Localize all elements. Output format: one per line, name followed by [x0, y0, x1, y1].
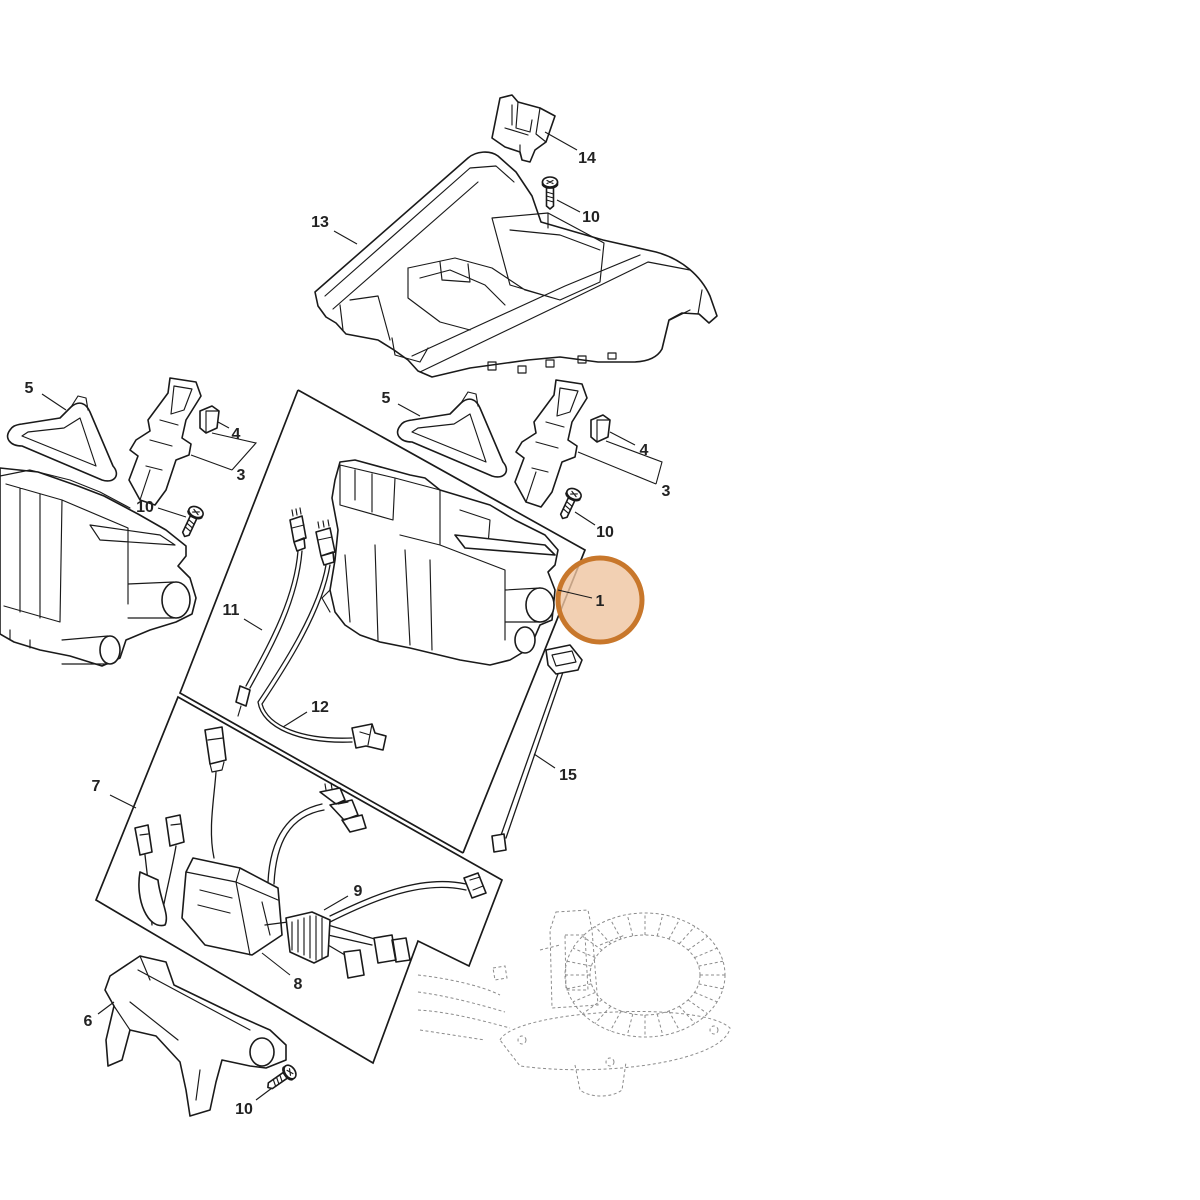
- motor-fin: [687, 999, 708, 1015]
- part-3-lever-left: [128, 377, 202, 506]
- leader-1: [557, 589, 593, 599]
- part-6-bracket: [104, 955, 287, 1117]
- part-3-lever-right: [514, 379, 588, 508]
- part-5-spring-center: [396, 391, 508, 478]
- part-5-spring-left: [6, 395, 118, 482]
- leader-14: [544, 131, 578, 151]
- callout-4-left[interactable]: 4: [232, 426, 241, 443]
- motor-fin: [656, 1013, 664, 1036]
- leader-5-center: [397, 403, 421, 417]
- connector-stack: [319, 782, 367, 833]
- callout-10-right[interactable]: 10: [596, 524, 614, 541]
- callout-5-center[interactable]: 5: [382, 390, 391, 407]
- connector-plug-right: [463, 872, 487, 899]
- motor-fin: [609, 918, 622, 940]
- part-14-clip: [491, 94, 556, 163]
- leader-10-left: [157, 507, 187, 518]
- part-10-screw-right: [559, 487, 582, 520]
- callout-11[interactable]: 11: [223, 602, 240, 619]
- motor-fin: [594, 1005, 612, 1024]
- leader-10-top: [556, 199, 581, 213]
- motor-fin: [566, 983, 592, 990]
- motor-fin: [626, 914, 634, 937]
- motor-fin: [582, 935, 603, 951]
- part-13-housing-cover: [314, 151, 718, 378]
- motor-fin: [626, 1013, 634, 1036]
- motor-fin: [566, 960, 592, 967]
- motor-fin: [668, 1010, 681, 1032]
- motor-fin: [698, 960, 724, 967]
- callout-9[interactable]: 9: [354, 883, 363, 900]
- leader-4-left: [217, 421, 230, 429]
- cable-to-part-9: [264, 880, 467, 959]
- motor-outline-ghost: [417, 909, 731, 1097]
- assembly-frame-lower: [94, 695, 504, 1065]
- callout-10-bottom[interactable]: 10: [235, 1101, 253, 1118]
- motor-fin: [656, 914, 664, 937]
- callout-12[interactable]: 12: [311, 699, 329, 716]
- motor-fin: [572, 991, 596, 1003]
- assembly-frame-upper: [178, 389, 587, 854]
- motor-fin: [687, 935, 708, 951]
- part-12-cable: [257, 519, 387, 751]
- part-4-block-left: [199, 405, 220, 434]
- part-7-cable-connectors: [134, 814, 185, 927]
- part-10-screw-bottom: [267, 1064, 297, 1090]
- part-15-switch-cable: [491, 644, 583, 853]
- callout-14[interactable]: 14: [578, 150, 596, 167]
- leader-7: [109, 794, 137, 809]
- motor-fin: [572, 947, 596, 959]
- part-4-block-right: [590, 414, 611, 443]
- leader-12: [282, 711, 308, 728]
- callout-13[interactable]: 13: [311, 214, 329, 231]
- leader-11: [243, 618, 263, 631]
- callout-3-left[interactable]: 3: [237, 467, 246, 484]
- part-10-screw-left: [181, 505, 204, 538]
- motor-fin: [678, 1005, 696, 1024]
- part-9-rectifier: [285, 911, 411, 979]
- motor-fin: [698, 983, 724, 990]
- connector-top-lower-box: [204, 726, 227, 859]
- part-1-main-housing: [321, 459, 559, 666]
- leader-5-left: [41, 393, 67, 411]
- part-10-screw-top: [541, 176, 559, 210]
- motor-fin: [609, 1010, 622, 1032]
- part-11-cable: [235, 507, 307, 717]
- leader-9: [323, 895, 349, 911]
- part-8-control-box: [181, 857, 283, 956]
- housing-left-partial: [0, 467, 197, 667]
- motor-fin: [668, 918, 681, 940]
- callout-10-top[interactable]: 10: [582, 209, 600, 226]
- callout-15[interactable]: 15: [559, 767, 577, 784]
- callout-1[interactable]: 1: [596, 593, 605, 610]
- leader-4-right: [609, 431, 636, 446]
- callout-8[interactable]: 8: [294, 976, 303, 993]
- leader-10-right: [574, 511, 596, 526]
- leader-lines: [41, 131, 663, 1101]
- motor-fin: [582, 999, 603, 1015]
- leader-8: [261, 952, 291, 976]
- motor-fin: [678, 926, 696, 945]
- motor-fins: [565, 913, 725, 1037]
- motor-fin: [694, 991, 718, 1003]
- callout-3-right[interactable]: 3: [662, 483, 671, 500]
- cable-control-to-connector: [267, 803, 325, 885]
- callout-10-left[interactable]: 10: [136, 499, 154, 516]
- callout-4-right[interactable]: 4: [640, 442, 649, 459]
- motor-fin: [594, 926, 612, 945]
- callout-7[interactable]: 7: [92, 778, 101, 795]
- motor-fin: [694, 947, 718, 959]
- leader-13: [333, 230, 358, 245]
- highlight-hotspot-part-1[interactable]: [555, 555, 645, 645]
- leader-10-bottom: [255, 1087, 273, 1101]
- callout-6[interactable]: 6: [84, 1013, 93, 1030]
- callout-5-left[interactable]: 5: [25, 380, 34, 397]
- callout-labels: 14 10 13 5 4 3 10 5 4 3 10 1 11 12 15 7 …: [25, 150, 671, 1118]
- leader-3-right: [577, 440, 663, 485]
- leader-6: [97, 1001, 115, 1015]
- leader-3-left: [190, 432, 258, 471]
- leader-15: [533, 753, 556, 769]
